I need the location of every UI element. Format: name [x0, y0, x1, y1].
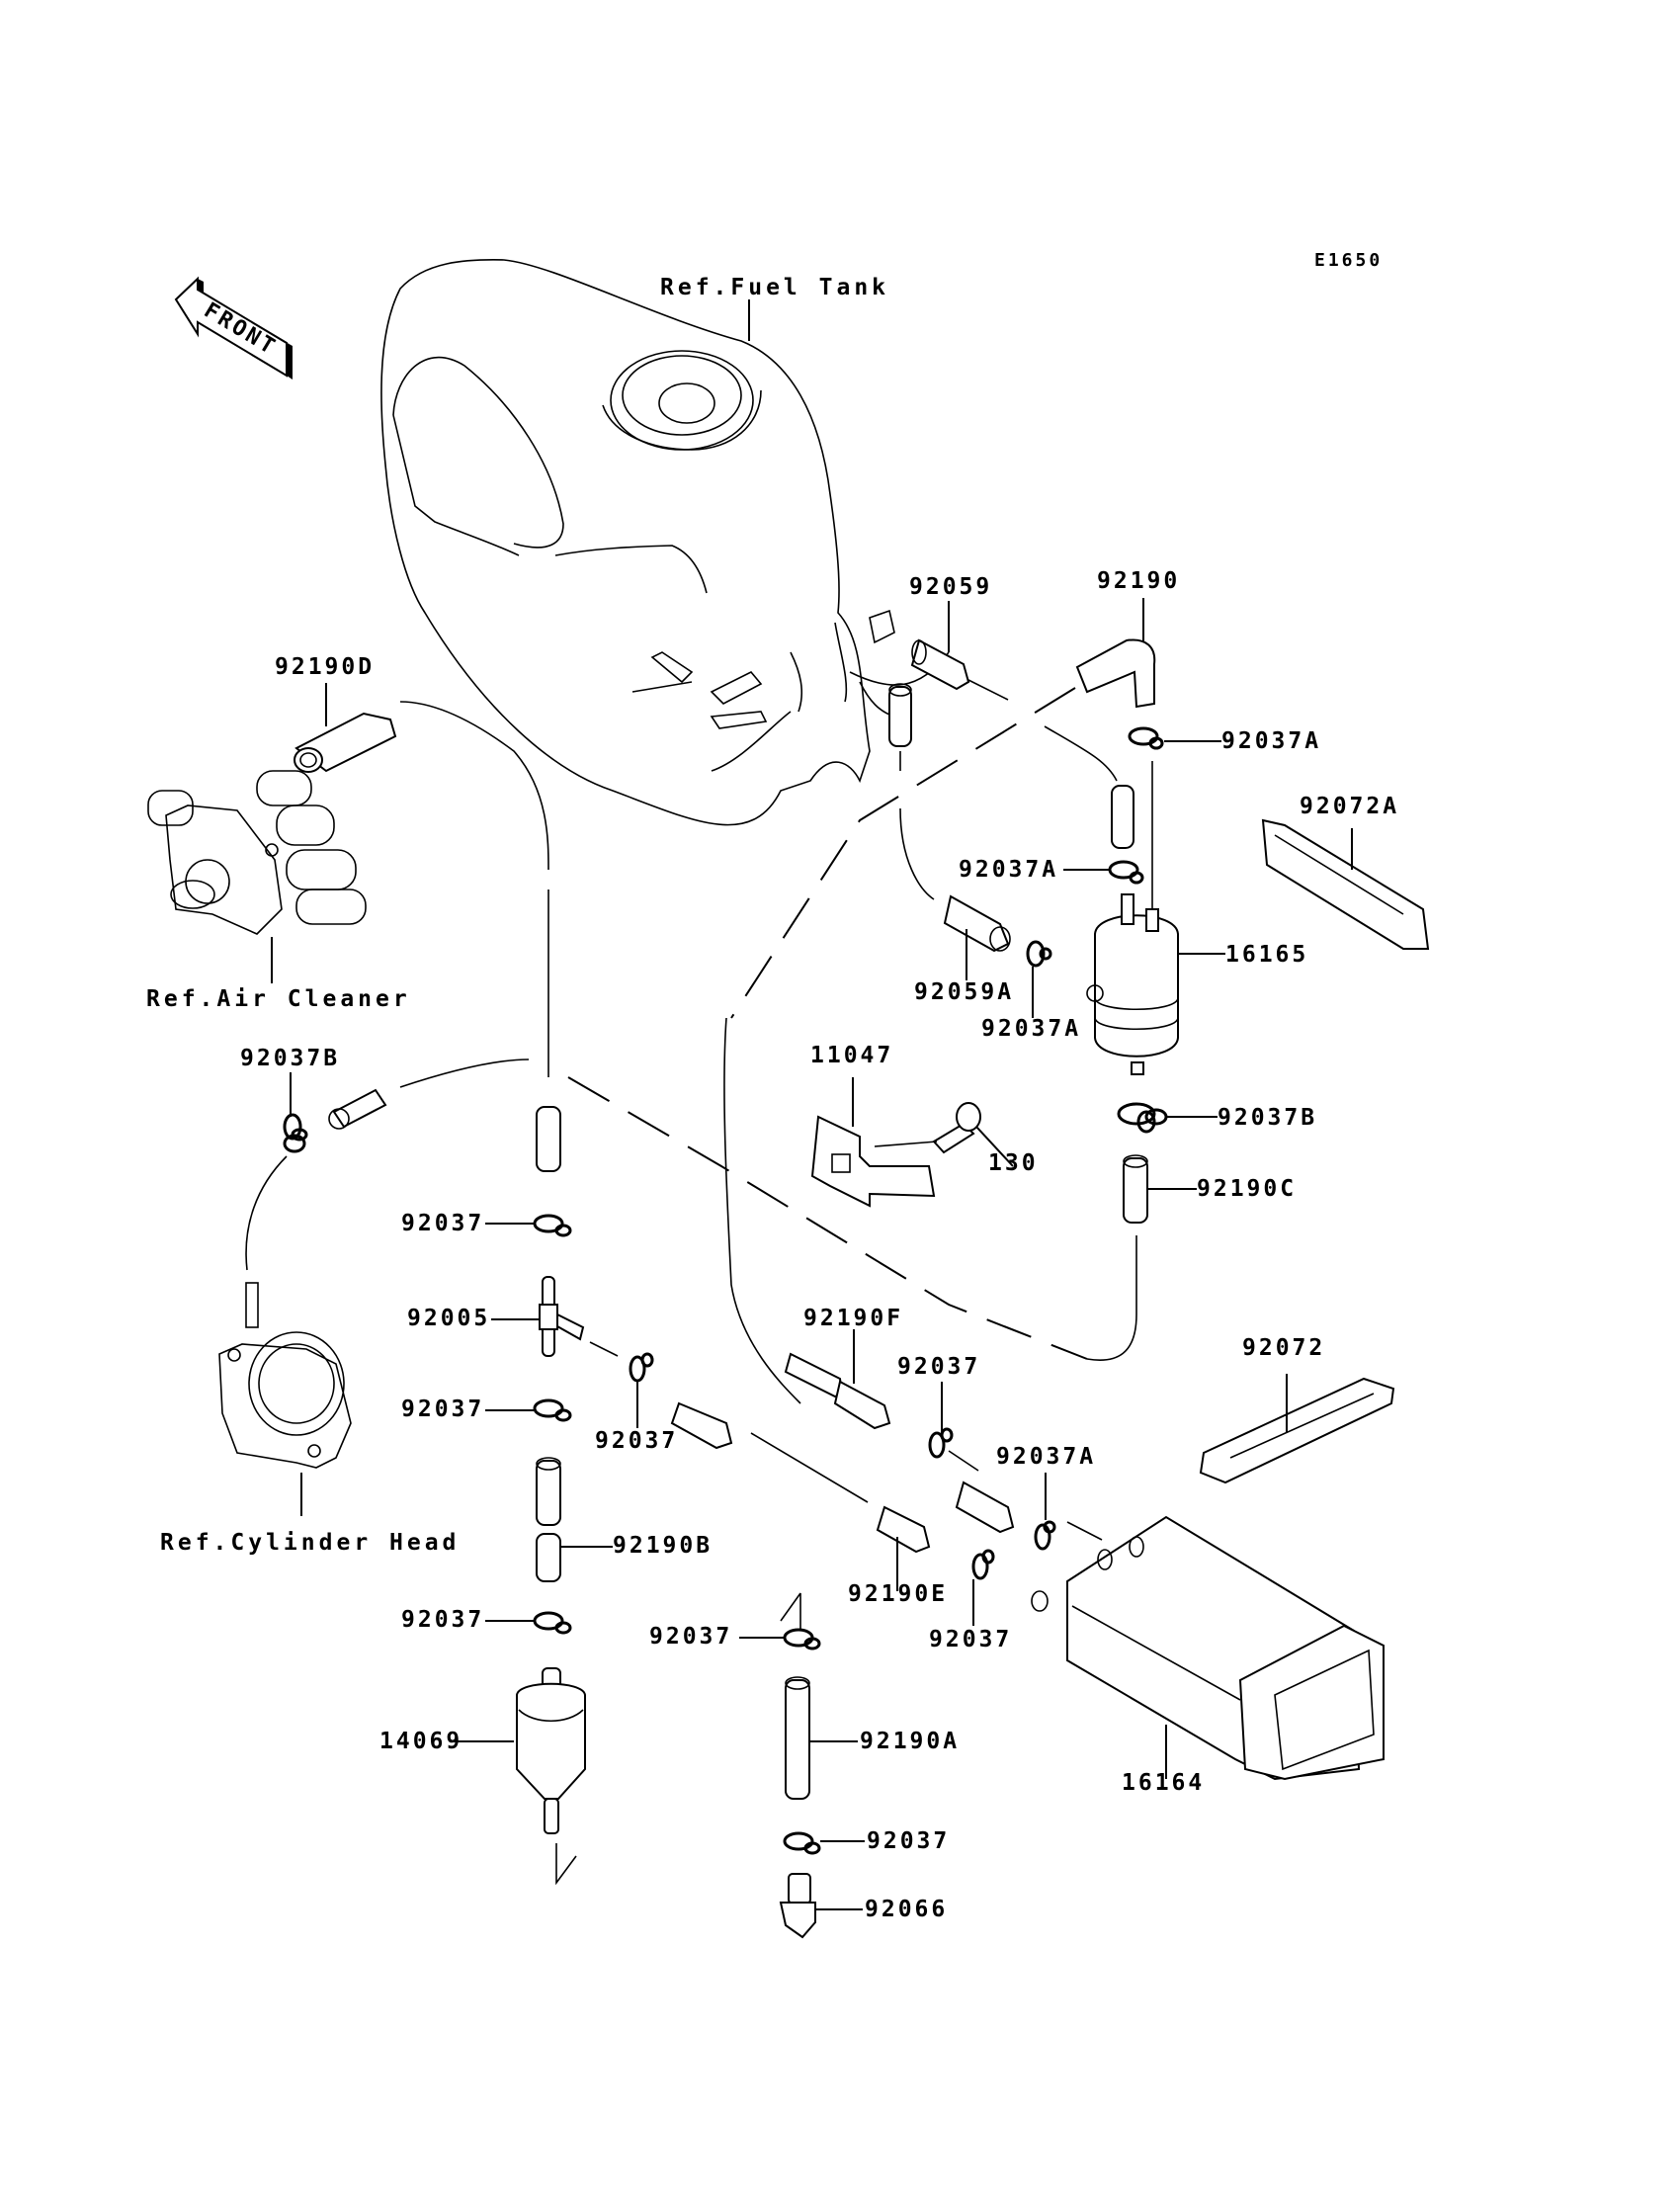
- hose-route-line: [967, 679, 1009, 701]
- continuation-mark: [780, 1592, 801, 1631]
- clamp-92037-e: [533, 1611, 572, 1635]
- cap-92066: [779, 1873, 816, 1939]
- part-label-92190[interactable]: 92190: [1097, 568, 1181, 594]
- hose-92190B: [536, 1457, 561, 1582]
- clamp-92037B-right: [1117, 1102, 1168, 1134]
- bracket-11047: [810, 1115, 936, 1208]
- clamp-92037A-low: [1026, 940, 1052, 968]
- hose-route-line: [399, 701, 549, 871]
- clamp-92037A-top: [1128, 726, 1164, 750]
- separator-16165: [1086, 893, 1179, 1075]
- strap-92072A: [1261, 818, 1430, 950]
- tee-joint-92005: [539, 1276, 585, 1357]
- ref-cylinder-head-label: Ref.Cylinder Head: [160, 1530, 461, 1556]
- clamp-92037A-mid: [1108, 860, 1144, 885]
- hose-92190F: [784, 1352, 891, 1430]
- part-label-92037B-left[interactable]: 92037B: [240, 1046, 341, 1071]
- clamp-92037-h: [783, 1831, 821, 1855]
- front-arrow-icon: FRONT: [174, 276, 293, 380]
- part-label-130[interactable]: 130: [988, 1150, 1039, 1176]
- clamp-92037B-left: [283, 1113, 308, 1153]
- hose-left-short: [328, 1088, 387, 1130]
- hose-92190C: [1123, 1154, 1148, 1224]
- part-label-92037-e[interactable]: 92037: [401, 1607, 485, 1633]
- hose-92190A: [785, 1676, 810, 1800]
- hose-center-upper: [536, 1106, 561, 1172]
- clamp-92037A-can: [1034, 1520, 1056, 1551]
- part-label-92072[interactable]: 92072: [1242, 1335, 1326, 1361]
- part-label-92190E[interactable]: 92190E: [848, 1581, 949, 1607]
- clamp-92037-b: [533, 1398, 572, 1422]
- clamp-92037-g: [783, 1628, 821, 1651]
- part-label-92072A[interactable]: 92072A: [1300, 794, 1400, 819]
- hose-route-line: [1086, 1235, 1137, 1361]
- part-label-92190F[interactable]: 92190F: [803, 1306, 904, 1331]
- diagram-code: E1650: [1314, 250, 1384, 271]
- ref-fuel-tank-label: Ref.Fuel Tank: [660, 275, 890, 300]
- ref-air-cleaner-label: Ref.Air Cleaner: [146, 986, 411, 1012]
- hose-route-line: [899, 807, 935, 900]
- hose-92190E: [876, 1505, 931, 1554]
- hose-vertical-mid: [1111, 785, 1134, 849]
- part-label-11047[interactable]: 11047: [810, 1043, 894, 1068]
- hose-route-dashed: [567, 1076, 1088, 1360]
- part-label-92037-b[interactable]: 92037: [401, 1397, 485, 1422]
- hose-route-line: [245, 1155, 288, 1271]
- hose-route-line: [1044, 725, 1118, 782]
- hose-route-line: [399, 1058, 530, 1088]
- part-label-92037-c[interactable]: 92037: [595, 1428, 679, 1454]
- hose-92059A: [943, 894, 1011, 953]
- part-label-92037A-mid[interactable]: 92037A: [959, 857, 1059, 883]
- filter-14069: [516, 1667, 586, 1834]
- canister-16164: [1031, 1515, 1385, 1781]
- hose-route-line: [750, 1432, 869, 1503]
- part-label-92190B[interactable]: 92190B: [613, 1533, 714, 1559]
- leader-bolt: [874, 1141, 938, 1147]
- part-label-92037-f[interactable]: 92037: [929, 1627, 1013, 1652]
- part-label-92037-h[interactable]: 92037: [867, 1828, 951, 1854]
- part-label-92190D[interactable]: 92190D: [275, 654, 376, 680]
- clamp-92037-a: [533, 1214, 572, 1237]
- part-label-92037-a[interactable]: 92037: [401, 1211, 485, 1236]
- hose-route-line: [948, 1450, 979, 1472]
- leader-130: [975, 1126, 1014, 1167]
- hose-92190E-upper: [670, 1401, 733, 1450]
- hose-route-dashed: [730, 687, 1076, 1019]
- clamp-92037-c: [629, 1352, 654, 1383]
- hose-92190D: [294, 712, 397, 773]
- hose-route-line: [1066, 1521, 1103, 1541]
- part-label-92037-g[interactable]: 92037: [649, 1624, 733, 1650]
- cylinder-head-fitting-drawing: [218, 1282, 352, 1469]
- hose-92059: [910, 638, 970, 691]
- hose-vertical-tank: [888, 683, 912, 747]
- bolt-130: [932, 1102, 981, 1154]
- part-label-92190C[interactable]: 92190C: [1197, 1176, 1298, 1202]
- part-label-92059A[interactable]: 92059A: [914, 979, 1015, 1005]
- part-label-16165[interactable]: 16165: [1225, 942, 1309, 968]
- strap-92072: [1199, 1377, 1395, 1484]
- part-label-92190A[interactable]: 92190A: [860, 1729, 961, 1754]
- clamp-92037-d: [928, 1427, 954, 1459]
- hose-92190-elbow: [1075, 638, 1156, 709]
- part-label-92037-d[interactable]: 92037: [897, 1354, 981, 1380]
- part-label-14069[interactable]: 14069: [379, 1729, 463, 1754]
- clamp-92037-f: [971, 1549, 995, 1580]
- part-label-92059[interactable]: 92059: [909, 574, 993, 600]
- hose-route-line: [723, 1017, 801, 1404]
- air-cleaner-valve-drawing: [147, 770, 367, 935]
- part-label-92037A-top[interactable]: 92037A: [1221, 728, 1322, 754]
- continuation-mark: [555, 1843, 577, 1886]
- part-label-16164[interactable]: 16164: [1122, 1770, 1206, 1796]
- part-label-92037A-low[interactable]: 92037A: [981, 1016, 1082, 1042]
- part-label-92005[interactable]: 92005: [407, 1306, 491, 1331]
- part-label-92066[interactable]: 92066: [865, 1897, 949, 1922]
- fuel-tank-drawing: [380, 259, 950, 826]
- hose-center-diag: [955, 1481, 1015, 1534]
- part-label-92037A-can[interactable]: 92037A: [996, 1444, 1097, 1470]
- hose-route-line: [589, 1341, 619, 1357]
- part-label-92037B-right[interactable]: 92037B: [1218, 1105, 1318, 1131]
